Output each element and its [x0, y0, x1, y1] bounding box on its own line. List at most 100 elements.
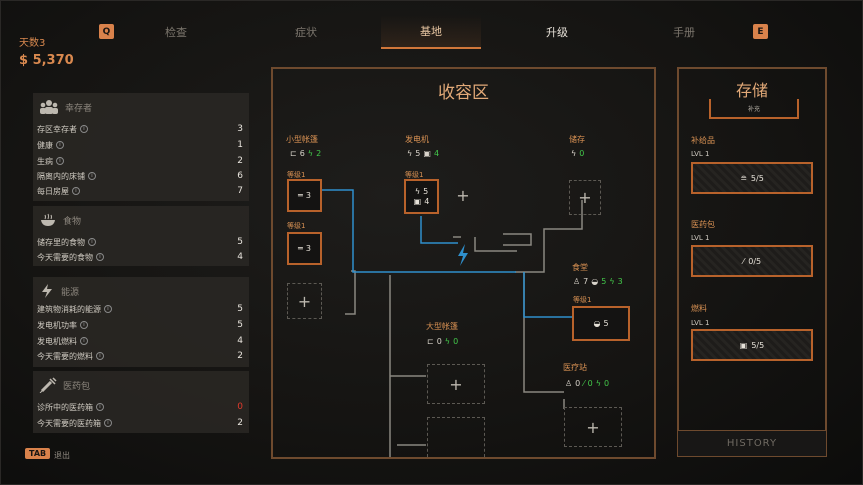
add-building-slot[interactable]: + [456, 185, 470, 205]
info-icon[interactable]: i [80, 125, 88, 133]
supplies-storage-slot[interactable]: ≘5/5 [691, 162, 813, 194]
stat-people: 7 [583, 277, 589, 286]
generator-slot-fuel: ▣4 [414, 197, 430, 206]
e-key-hint[interactable]: E [753, 24, 768, 39]
small-tent-slot-1[interactable]: ═3 [287, 179, 322, 212]
slot-level-label: 等级1 [287, 171, 306, 179]
stat-value: 5 [237, 320, 243, 330]
info-icon[interactable]: i [88, 238, 96, 246]
storage-panel: 存储 补充 补给品 LVL 1 ≘5/5 医药包 LVL 1 ⁄0/5 燃料 L… [677, 67, 827, 457]
stat-label: 每日房屋 [37, 186, 69, 196]
add-building-slot[interactable]: + [564, 407, 622, 447]
person-icon: ♙ [573, 277, 581, 286]
info-icon[interactable]: i [80, 321, 88, 329]
history-button[interactable]: HISTORY [677, 430, 827, 457]
add-building-slot[interactable]: + [427, 364, 485, 404]
medicine-header: 医药包 [39, 377, 90, 393]
stat-label: 建筑物消耗的能源 [37, 304, 101, 314]
tab-symptoms[interactable]: 症状 [295, 26, 317, 39]
info-icon[interactable]: i [72, 187, 80, 195]
canteen-label: 食堂 [572, 263, 588, 272]
info-icon[interactable]: i [96, 352, 104, 360]
stat-beds: 6 [299, 149, 305, 158]
info-icon[interactable]: i [104, 419, 112, 427]
info-icon[interactable]: i [88, 172, 96, 180]
fuel-icon: ▣ [413, 197, 422, 206]
info-icon[interactable]: i [56, 141, 64, 149]
syringe-icon: ⁄ [583, 379, 585, 388]
generator-label: 发电机 [405, 135, 429, 144]
info-icon[interactable]: i [56, 157, 64, 165]
stat-value: 4 [237, 336, 243, 346]
shelter-area-title: 收容区 [438, 83, 489, 103]
money-display: $ 5,370 [19, 53, 74, 68]
storage-title: 存储 [735, 81, 768, 100]
stat-label: 隔离内的床铺 [37, 171, 85, 181]
canteen-slot[interactable]: ◒5 [572, 306, 630, 341]
storage-item-level: LVL 1 [691, 319, 710, 327]
stat-power: 0 [453, 337, 459, 346]
survivors-icon [40, 100, 58, 114]
add-building-slot[interactable]: + [287, 283, 322, 319]
stat-value: 2 [237, 156, 243, 166]
slot-value: 4 [424, 197, 430, 206]
empty-building-slot[interactable] [427, 417, 485, 457]
info-icon[interactable]: i [104, 305, 112, 313]
slot-level-label: 等级1 [405, 171, 424, 179]
fuel-icon: ▣ [423, 149, 431, 158]
lightning-icon: ϟ [571, 149, 577, 158]
stat-food: 5 [601, 277, 607, 286]
info-icon[interactable]: i [80, 337, 88, 345]
tab-inspect[interactable]: 检查 [165, 26, 187, 39]
tab-upgrade[interactable]: 升级 [546, 26, 568, 39]
tab-manual[interactable]: 手册 [673, 26, 695, 39]
large-tent-label: 大型帐篷 [426, 322, 458, 331]
stat-value: 1 [237, 140, 243, 150]
stat-label: 生病 [37, 156, 53, 166]
slot-level-label: 等级1 [573, 296, 592, 304]
add-building-slot[interactable]: + [569, 180, 601, 215]
stat-label: 今天需要的医药箱 [37, 418, 101, 428]
lightning-icon: ϟ [444, 337, 451, 346]
storage-value: 5/5 [751, 340, 765, 350]
lightning-icon: ϟ [307, 149, 314, 158]
medkit-storage-slot[interactable]: ⁄0/5 [691, 245, 813, 277]
bed-icon: ═ [298, 244, 303, 253]
stat-label: 健康 [37, 140, 53, 150]
q-key-hint[interactable]: Q [99, 24, 114, 39]
small-tent-slot-2[interactable]: ═3 [287, 232, 322, 265]
info-icon[interactable]: i [96, 253, 104, 261]
storage-item-level: LVL 1 [691, 234, 710, 242]
exit-label[interactable]: 退出 [54, 451, 70, 460]
food-header: 食物 [39, 212, 81, 228]
energy-title: 能源 [61, 287, 80, 298]
top-tab-bar: Q 检查 症状 基地 升级 手册 E [91, 15, 781, 49]
bed-icon: ⊏ [427, 337, 434, 346]
stat-power: 3 [617, 277, 623, 286]
survivors-header: 幸存者 [39, 99, 92, 115]
stat-beds: 0 [436, 337, 442, 346]
supplies-icon: ≘ [740, 173, 747, 183]
fuel-storage-slot[interactable]: ▣5/5 [691, 329, 813, 361]
slot-value: 3 [305, 244, 311, 253]
tab-base[interactable]: 基地 [381, 15, 481, 49]
stat-value: 5 [237, 237, 243, 247]
tab-key-hint[interactable]: TAB [25, 448, 51, 459]
stat-label: 储存里的食物 [37, 237, 85, 247]
restock-indicator: 补充 [709, 99, 799, 119]
survivors-title: 幸存者 [65, 103, 93, 114]
info-icon[interactable]: i [96, 403, 104, 411]
storage-item-name: 医药包 [691, 220, 715, 229]
slot-value: 5 [423, 187, 429, 196]
